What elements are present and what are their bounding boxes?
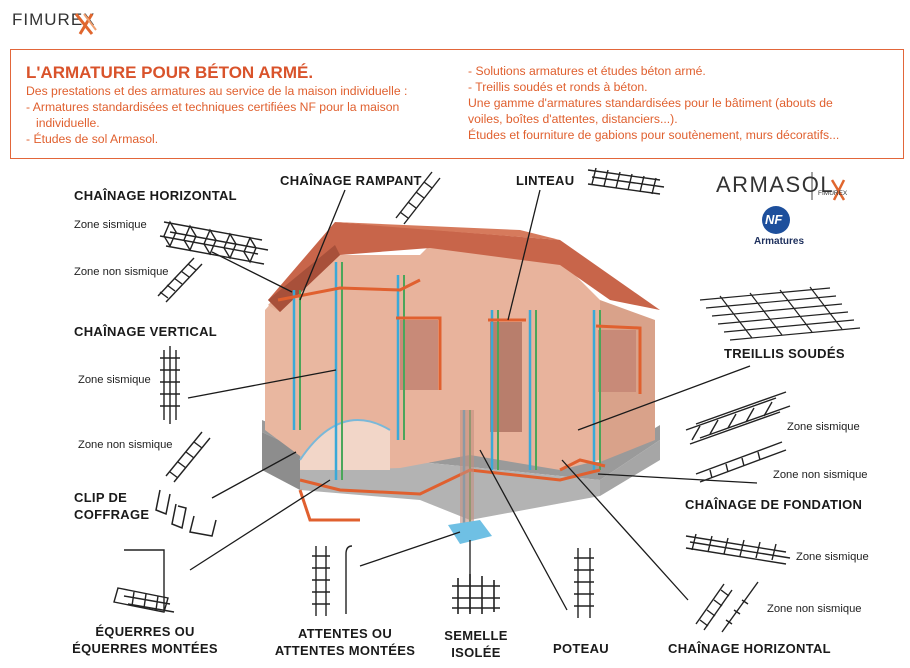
intro-right-line: Études et fourniture de gabions pour sou… [468,128,840,142]
armasol-logo-sub: FIMUREX [818,190,848,197]
zone-non-sismique-3: Zone non sismique [773,469,868,481]
intro-left-text: Des prestations et des armatures au serv… [26,83,456,147]
zone-non-sismique-4: Zone non sismique [767,603,862,615]
chainage-horizontal-cage-sismique [159,220,269,265]
label-equerres-line2: ÉQUERRES MONTÉES [72,641,218,656]
label-clip-line1: CLIP DE [74,490,128,505]
label-chainage-rampant: CHAÎNAGE RAMPANT [280,173,422,188]
chainage-fondation-cage-sismique [685,391,791,445]
label-linteau: LINTEAU [516,173,575,188]
attentes-icon [312,545,353,616]
intro-left-line: Des prestations et des armatures au serv… [26,84,408,98]
chainage-vertical-cage-sismique [160,346,180,424]
semelle-isolee-icon [452,574,500,614]
armasol-logo-text: ARMASOL [716,172,835,197]
equerres-icon [113,549,175,613]
zone-sismique-1: Zone sismique [74,219,147,231]
treillis-soudes-grid [699,286,861,341]
intro-left-line: individuelle. [36,116,100,130]
chainage-horizontal-ladder-non-sismique [157,257,203,303]
fimurex-logo-text: FIMUREX [12,10,96,29]
label-attentes: ATTENTES OU ATTENTES MONTÉES [270,625,420,659]
linteau-cage [587,167,665,195]
nf-logo [762,206,790,234]
nf-mark: NF [765,212,783,227]
armasol-logo [811,172,846,201]
chainage-fondation-ladder-non-sismique [695,441,787,483]
chainage-horizontal-ladder-non-sismique-bottom [695,581,759,633]
zone-non-sismique-1: Zone non sismique [74,266,169,278]
leader-lines [187,189,758,612]
label-clip-line2: COFFRAGE [74,507,150,522]
zone-sismique-2: Zone sismique [78,374,151,386]
intro-right-text: - Solutions armatures et études béton ar… [468,63,898,143]
intro-right-line: voiles, boîtes d'attentes, distanciers..… [468,112,678,126]
house-illustration [262,222,660,544]
label-semelle-line1: SEMELLE [444,628,508,643]
label-chainage-horizontal-top: CHAÎNAGE HORIZONTAL [74,188,237,203]
intro-right-line: - Solutions armatures et études béton ar… [468,64,706,78]
label-equerres-line1: ÉQUERRES OU [95,624,195,639]
chainage-vertical-ladder-non-sismique [165,431,211,483]
zone-non-sismique-2: Zone non sismique [78,439,173,451]
intro-right-line: Une gamme d'armatures standardisées pour… [468,96,833,110]
fimurex-x-mark [74,13,97,35]
intro-panel [10,49,904,159]
label-chainage-horizontal-bottom: CHAÎNAGE HORIZONTAL [668,641,831,656]
label-equerres: ÉQUERRES OU ÉQUERRES MONTÉES [60,623,230,657]
label-clip-de-coffrage: CLIP DE COFFRAGE [74,489,149,523]
intro-right-line: - Treillis soudés et ronds à béton. [468,80,648,94]
label-chainage-vertical: CHAÎNAGE VERTICAL [74,324,218,339]
chainage-rampant-ladder [395,171,441,225]
fimurex-logo: FIMUREX [12,10,96,30]
clip-de-coffrage-icons [155,489,217,537]
label-poteau: POTEAU [553,641,609,656]
label-treillis-soudes: TREILLIS SOUDÉS [724,346,845,361]
poteau-icon [574,548,594,618]
label-chainage-fondation: CHAÎNAGE DE FONDATION [685,497,863,512]
intro-left-line: - Armatures standardisées et techniques … [26,100,400,114]
label-semelle-line2: ISOLÉE [451,645,501,660]
chainage-horizontal-cage-sismique-bottom [685,533,791,565]
zone-sismique-3: Zone sismique [787,421,860,433]
zone-sismique-4: Zone sismique [796,551,869,563]
label-attentes-line2: ATTENTES MONTÉES [274,643,416,658]
intro-left-line: - Études de sol Armasol. [26,132,159,146]
intro-title: L'ARMATURE POUR BÉTON ARMÉ. [26,63,314,82]
label-semelle-isolee: SEMELLE ISOLÉE [436,627,516,661]
nf-label: Armatures [754,236,805,247]
label-attentes-line1: ATTENTES OU [297,626,393,641]
